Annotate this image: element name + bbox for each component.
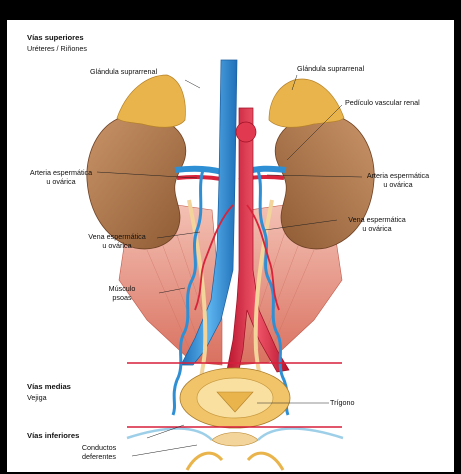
label-renal-pedicle: Pedículo vascular renal bbox=[345, 99, 420, 108]
label-adrenal-left: Glándula suprarrenal bbox=[90, 68, 157, 77]
section-middle-title: Vías medias bbox=[27, 383, 71, 392]
section-middle-subtitle: Vejiga bbox=[27, 394, 47, 403]
section-upper-subtitle: Uréteres / Riñones bbox=[27, 45, 87, 54]
label-spermatic-vein-left: Vena espermática u ovárica bbox=[77, 233, 157, 250]
label-spermatic-vein-right: Vena espermática u ovárica bbox=[337, 216, 417, 233]
illustration-frame: Vías superiores Uréteres / Riñones Glánd… bbox=[7, 20, 454, 472]
label-trigone: Trígono bbox=[330, 399, 355, 408]
section-upper-title: Vías superiores bbox=[27, 34, 84, 43]
renal-vein-left bbox=[175, 169, 222, 172]
label-spermatic-artery-left: Arteria espermática u ovárica bbox=[25, 169, 97, 186]
urethra-top bbox=[212, 433, 258, 447]
adrenal-left bbox=[117, 75, 185, 127]
label-adrenal-right: Glándula suprarrenal bbox=[297, 65, 364, 74]
label-vas-deferens: Conductos deferentes bbox=[67, 444, 131, 461]
adrenal-right bbox=[269, 79, 344, 127]
urinary-tract-illustration bbox=[7, 20, 454, 472]
vas-deferens-right bbox=[258, 428, 343, 440]
label-psoas: Músculo psoas bbox=[85, 285, 159, 302]
kidney-left bbox=[87, 115, 186, 249]
section-lower-title: Vías inferiores bbox=[27, 432, 79, 441]
lower-vessel-right bbox=[248, 453, 283, 470]
lower-vessel-left bbox=[187, 453, 222, 470]
label-spermatic-artery-right: Arteria espermática u ovárica bbox=[362, 172, 434, 189]
